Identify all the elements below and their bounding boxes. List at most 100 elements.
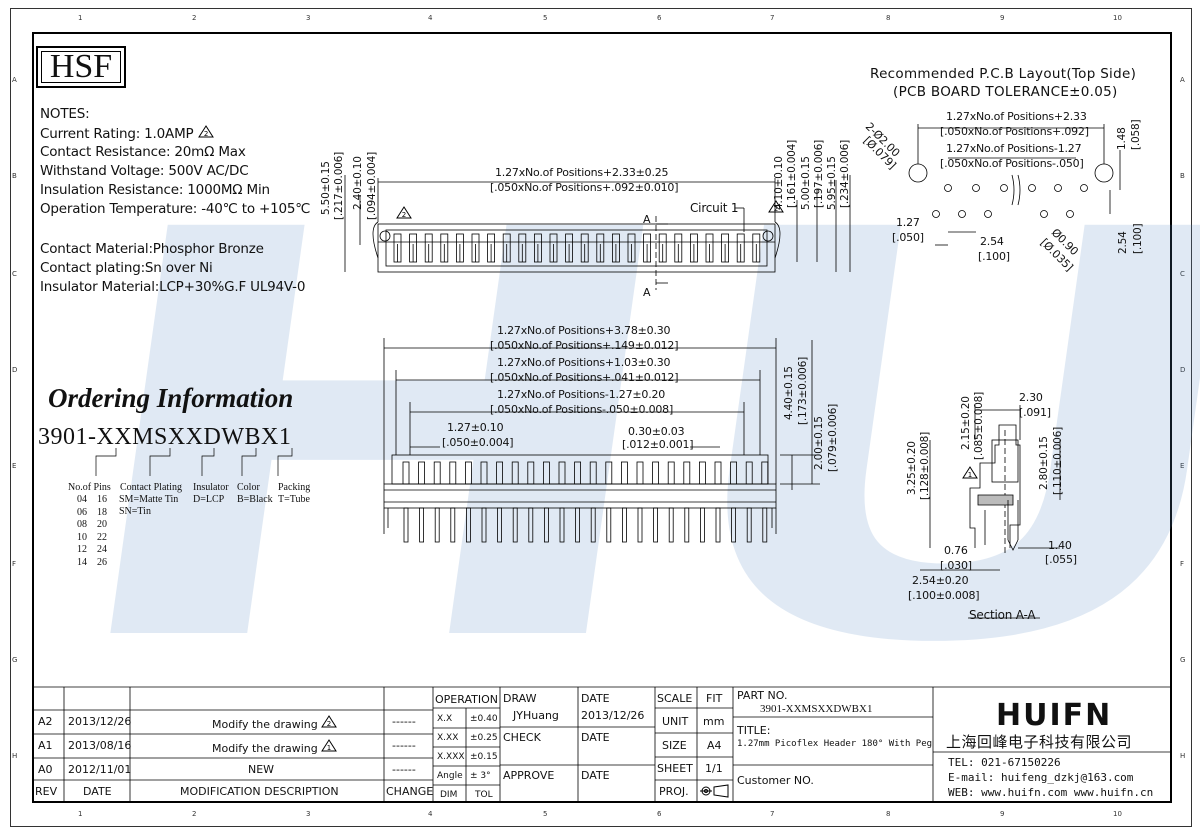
- header-rev: REV: [35, 785, 58, 798]
- size-value: A4: [707, 739, 722, 752]
- insulator-option: D=LCP: [193, 494, 225, 505]
- note-insulator-material: Insulator Material:LCP+30%G.F UL94V-0: [40, 279, 306, 295]
- contact-pin-tail: [434, 507, 440, 543]
- zone-number: 4: [428, 810, 433, 818]
- zone-number: 2: [192, 14, 197, 22]
- front-h1: 4.40±0.15: [783, 366, 795, 420]
- unit-label: UNIT: [662, 715, 689, 728]
- revision-triangle-icon: 1: [321, 739, 338, 752]
- dim-length-in: [.050xNo.of Positions+.092±0.010]: [490, 181, 679, 194]
- contact-pin: [464, 461, 472, 485]
- color-option: B=Black: [237, 494, 273, 505]
- contact-pin: [714, 461, 722, 485]
- pin-count-option: 06: [77, 506, 87, 518]
- legend-insulator: Insulator: [193, 482, 229, 493]
- note-contact-plating: Contact plating:Sn over Ni: [40, 260, 213, 276]
- pin-count-option: 20: [97, 519, 107, 530]
- pcb-hole: [1040, 210, 1048, 218]
- rev-a1-date: 2013/08/16: [68, 739, 132, 752]
- contact-pin-tail: [590, 507, 596, 543]
- contact-pin: [730, 461, 737, 485]
- section-mark-top: A: [643, 213, 651, 226]
- draw-label: DRAW: [503, 692, 537, 705]
- circuit-label: Circuit 1: [690, 201, 739, 215]
- drawing-border: [32, 32, 1172, 803]
- pcb-row-gap-in: [.100]: [1132, 223, 1144, 254]
- zone-letter: G: [1180, 656, 1186, 664]
- zone-number: 10: [1113, 14, 1122, 22]
- section-t2-in: [.055]: [1045, 553, 1077, 566]
- unit-value: mm: [703, 715, 725, 728]
- check-date-label: DATE: [581, 731, 610, 744]
- front-h2: 2.00±0.15: [813, 416, 825, 470]
- pcb-dim1-mm: 1.27xNo.of Positions+2.33: [946, 110, 1087, 123]
- front-pin-width-in: [.012±0.001]: [622, 438, 694, 451]
- pcb-hole: [972, 184, 980, 192]
- operation-label: OPERATION: [435, 693, 498, 706]
- projection-symbol-icon: [700, 784, 729, 798]
- contact-pin: [402, 461, 410, 485]
- draw-name: JYHuang: [513, 709, 559, 722]
- zone-letter: A: [1180, 76, 1185, 84]
- front-d3-in: [.050xNo.of Positions-.050±0.008]: [490, 403, 674, 416]
- svg-text:2: 2: [774, 205, 778, 213]
- contact-pin: [496, 461, 504, 485]
- draw-date: 2013/12/26: [581, 709, 645, 722]
- contact-pin: [652, 461, 659, 485]
- pcb-dim2-mm: 1.27xNo.of Positions-1.27: [946, 142, 1082, 155]
- ordering-part-code: 3901-XXMSXXDWBX1: [38, 424, 292, 450]
- check-label: CHECK: [503, 731, 541, 744]
- contact-pin-tail: [731, 507, 736, 543]
- pin-count-option: 18: [97, 506, 107, 518]
- contact-pin-tail: [465, 507, 471, 543]
- zone-letter: G: [12, 656, 18, 664]
- contact-pin-tail: [637, 507, 643, 543]
- section-h1: 3.25±0.20: [906, 441, 918, 495]
- pcb-hole: [932, 210, 940, 218]
- dim-r2: 5.00±0.15: [800, 156, 812, 210]
- dim-h1-in: [.217±0.006]: [333, 151, 345, 220]
- contact-pin: [449, 461, 457, 485]
- contact-pin: [761, 461, 769, 485]
- tol-key-angle: Angle: [437, 771, 463, 781]
- zone-number: 3: [306, 14, 311, 22]
- contact-pin-tail: [700, 507, 705, 543]
- rev-a2-date: 2013/12/26: [68, 715, 132, 728]
- pin-count-option: 08: [77, 519, 87, 530]
- contact-pin: [418, 461, 426, 485]
- front-d1-in: [.050xNo.of Positions+.149±0.012]: [490, 339, 679, 352]
- section-h2-in: [.110±0.006]: [1052, 426, 1064, 495]
- contact-pin: [433, 461, 441, 485]
- sheet-label: SHEET: [657, 762, 693, 775]
- part-no-value: 3901-XXMSXXDWBX1: [760, 703, 873, 715]
- contact-pin: [621, 461, 628, 485]
- revision-triangle-icon: 2: [197, 125, 214, 138]
- contact-pin: [527, 461, 535, 485]
- pcb-layout-holes: [908, 163, 1114, 218]
- contact-pin-tail: [528, 507, 534, 543]
- contact-pin-tail: [497, 507, 503, 543]
- zone-number: 2: [192, 810, 197, 818]
- section-w2-in: [.085±0.008]: [973, 391, 985, 460]
- zone-letter: H: [1180, 752, 1186, 760]
- zone-letter: F: [12, 560, 17, 568]
- rev-a0-desc: NEW: [248, 763, 275, 776]
- zone-letter: C: [12, 270, 17, 278]
- zone-number: 8: [886, 14, 891, 22]
- zone-number: 6: [657, 14, 662, 22]
- pcb-pitch-y: 2.54: [980, 235, 1004, 248]
- draw-date-label: DATE: [581, 692, 610, 705]
- zone-letter: C: [1180, 270, 1185, 278]
- legend-pins: No.of Pins: [68, 482, 111, 493]
- pcb-hole: [944, 184, 952, 192]
- section-w1-in: [.091]: [1019, 406, 1051, 419]
- front-d1-mm: 1.27xNo.of Positions+3.78±0.30: [497, 324, 671, 337]
- front-d2-mm: 1.27xNo.of Positions+1.03±0.30: [497, 356, 671, 369]
- pcb-hole: [1028, 184, 1036, 192]
- rev-a0: A0: [38, 763, 53, 776]
- zone-letter: D: [12, 366, 18, 374]
- section-mark-bottom: A: [643, 286, 651, 299]
- contact-pin: [480, 461, 488, 485]
- tol-val-xx: ±0.40: [470, 714, 498, 724]
- section-t1: 0.76: [944, 544, 968, 557]
